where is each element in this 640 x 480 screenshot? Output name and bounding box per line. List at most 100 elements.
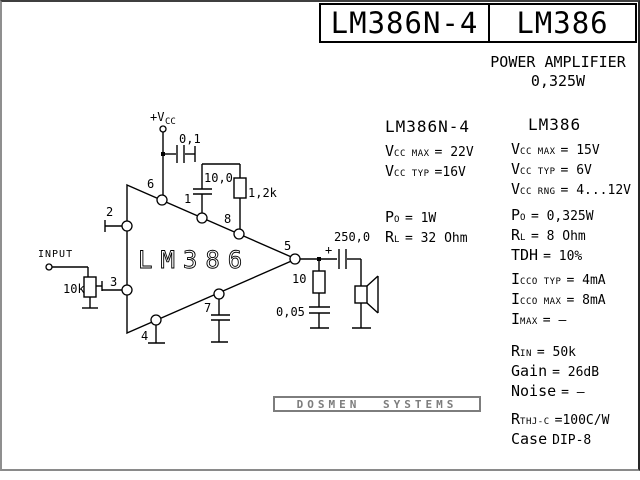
spec-sub: MAX [520,317,538,327]
spec-value: = 1W [404,211,437,226]
spec-base: I [511,310,521,328]
part-number-lm386: LM386 [516,6,609,40]
spec-sub: CC MAX [520,147,556,157]
brand-box: DOSMEN SYSTEMS [273,396,481,412]
pin-4 [150,314,162,326]
spec-base: R [511,226,521,244]
spec-row-rin: RIN = 50k [511,341,639,361]
spec-row-vcc-typ: VCC TYP =16V [385,161,495,181]
spec-row-po: PO= 1W [385,207,495,227]
spec-value: = 8mA [566,293,606,308]
pin-2-label: 2 [106,205,113,219]
res-zobel-body [312,270,326,294]
spec-sub: O [394,215,400,225]
spec-base: R [385,228,395,246]
spec-row-tdh: TDH = 10% [511,245,639,265]
pin-3 [121,284,133,296]
pot-10k-body [83,276,97,298]
pin-7 [213,288,225,300]
spec-sub: O [520,213,526,223]
spec-value: = – [561,385,585,400]
spec-value: = 22V [434,145,474,160]
spec-row-rl: RL= 32 Ohm [385,227,495,247]
spec-value: =16V [434,165,466,180]
input-terminal [45,263,53,271]
spec-value: = – [542,313,567,328]
spec-value: DIP-8 [552,433,592,448]
pin-5 [289,253,301,265]
spec-value: = 15V [560,143,600,158]
spec-base: R [511,342,521,360]
spec-sub: IN [520,349,532,359]
spec-base: I [511,270,521,288]
junction-dot [161,152,165,156]
spec-base: Noise [511,382,557,400]
input-label: INPUT [38,249,73,260]
pin-1-label: 1 [184,192,191,206]
spec-base: P [511,206,521,224]
spec-base: V [511,160,521,178]
spec-row-rl: RL = 8 Ohm [511,225,639,245]
pin-6 [156,194,168,206]
spec-sub: CC TYP [520,167,556,177]
specs-title: LM386N-4 [385,117,471,136]
pin4-ground [148,325,165,344]
spec-row-vcc-max: VCC MAX = 22V [385,141,495,161]
opamp-triangle [126,183,298,335]
spec-base: V [385,162,395,180]
res-gain-value: 1,2k [248,186,278,200]
spec-row-noise: Noise = – [511,381,639,401]
specs-column-lm386n4: LM386N-4 VCC MAX= 22V VCC TYP=16V PO= 1W… [385,117,495,247]
vcc-label-sub: CC [165,117,176,127]
pot-value: 10k [63,282,85,296]
vcc-supply-net [159,125,196,196]
spec-sub: L [520,233,526,243]
pin-4-label: 4 [141,329,148,343]
spec-base: Gain [511,362,548,380]
spec-value: = 10% [543,249,583,264]
specs-title: LM386 [528,115,582,134]
spec-row-gain: Gain= 26dB [511,361,639,381]
pin-3-label: 3 [110,275,117,289]
pin-1 [196,212,208,224]
pin-2 [121,220,133,232]
cap-zobel-value: 0,05 [276,305,305,319]
vcc-label: +V [150,110,164,124]
pin-5-label: 5 [284,239,291,253]
part-number-box-lm386: LM386 [489,3,637,43]
spec-base: R [511,410,521,428]
spec-base: TDH [511,246,539,264]
vcc-terminal [159,125,167,133]
output-network [300,249,379,329]
cap-output-polarity: + [325,243,332,257]
gain-network [193,163,247,229]
spec-sub: CC TYP [394,169,430,179]
spec-sub: CC RNG [520,187,556,197]
spec-row-icco-max: ICCO MAX= 8mA [511,289,639,309]
device-function-title: POWER AMPLIFIER [490,53,626,71]
spec-row-imax: IMAX = – [511,309,639,329]
spec-value: = 8 Ohm [530,229,586,244]
cap-decoupling-value: 0,1 [179,132,201,146]
spec-row-rthj: RTHJ-C=100C/W [511,409,639,429]
spec-value: = 32 Ohm [404,231,468,246]
res-gain-body [233,177,247,199]
cap-gain-value: 10,0 [204,171,233,185]
spec-value: = 50k [536,345,577,360]
pin-7-label: 7 [204,301,211,315]
spec-base: V [511,140,521,158]
cap-output-value: 250,0 [334,230,370,244]
spec-row-vcc-max: VCC MAX = 15V [511,139,639,159]
spec-row-vcc-typ: VCC TYP= 6V [511,159,639,179]
spec-base: V [385,142,395,160]
pin-8 [233,228,245,240]
spec-sub: CCO MAX [520,297,562,307]
pin-6-label: 6 [147,177,154,191]
spec-value: =100C/W [554,413,610,428]
res-zobel-value: 10 [292,272,306,286]
part-number-lm386n4: LM386N-4 [330,6,479,40]
spec-sub: CC MAX [394,149,430,159]
